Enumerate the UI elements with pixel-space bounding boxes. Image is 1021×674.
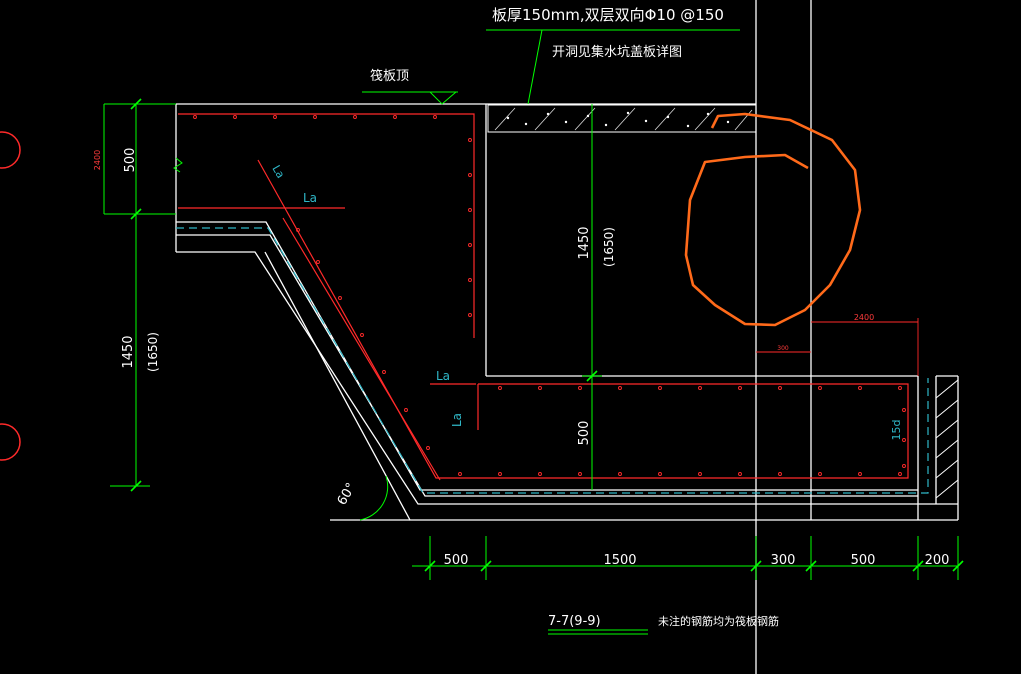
dim-bottom-5: 200 — [925, 553, 950, 568]
dim-left-top: 500 — [123, 148, 138, 173]
dim-bottom-4: 500 — [851, 553, 876, 568]
rebar-label-la-slope: La — [269, 163, 287, 181]
rebar-label-la-mid: La — [436, 369, 450, 383]
rebar-label-anchor: 15d — [890, 420, 903, 441]
pit-outline — [175, 0, 959, 674]
red-dims — [756, 318, 919, 376]
footer-note: 未注的钢筋均为筏板钢筋 — [658, 614, 779, 628]
dim-bottom-3: 300 — [771, 553, 796, 568]
dim-bottom-2: 1500 — [603, 553, 636, 568]
section-title: 7-7(9-9) — [548, 614, 601, 629]
dim-right-tiny: 300 — [777, 345, 789, 352]
dim-bottom-1: 500 — [444, 553, 469, 568]
rebar-lines — [178, 113, 909, 481]
angle-arc — [359, 475, 389, 521]
dimension-lines — [103, 29, 959, 635]
rebar-label-la-vert: La — [450, 413, 464, 427]
dim-right-small: 2400 — [854, 313, 874, 322]
slab-note: 板厚150mm,双层双向Φ10 @150 — [492, 6, 724, 24]
angle-label: 60° — [335, 481, 360, 508]
rebar-label-la-top: La — [303, 191, 317, 205]
opening-note: 开洞见集水坑盖板详图 — [552, 44, 682, 60]
dim-mid-depth: 1450 — [577, 226, 592, 259]
axis-bubbles — [0, 131, 21, 461]
markup-circle — [684, 112, 862, 327]
raft-top-label: 筏板顶 — [370, 68, 409, 84]
dim-left-top-small: 2400 — [93, 150, 102, 170]
dim-left-depth: 1450 — [121, 335, 136, 368]
dim-mid-lower: 500 — [577, 421, 592, 446]
raft-top-marker — [362, 91, 458, 105]
waterproof-layer — [176, 227, 929, 494]
dim-left-depth-alt: (1650) — [146, 332, 160, 372]
dimension-ticks — [130, 98, 964, 572]
wall-hatch — [935, 379, 959, 499]
rebar-dots — [193, 115, 906, 476]
cover-slab — [487, 104, 757, 133]
dim-mid-depth-alt: (1650) — [602, 227, 616, 267]
